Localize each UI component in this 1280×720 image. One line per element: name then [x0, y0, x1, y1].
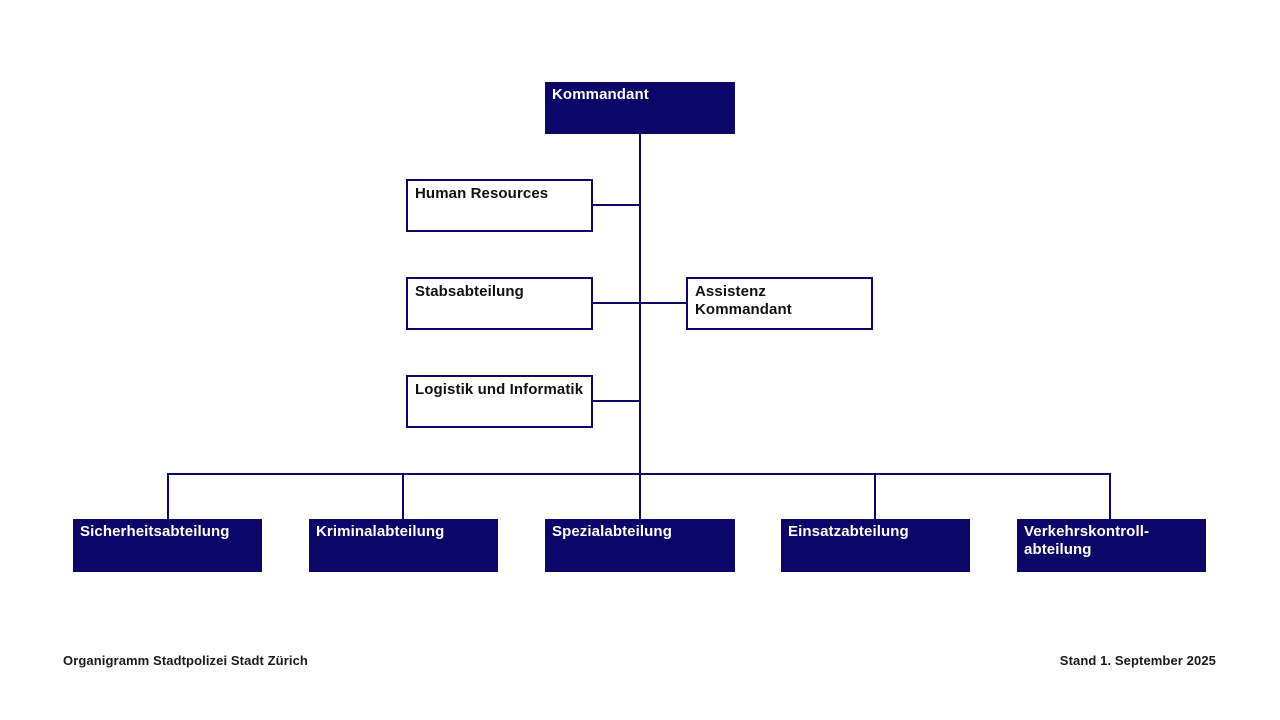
connector-departments-horizontal: [167, 473, 1111, 475]
node-assistenz-kommandant: Assistenz Kommandant: [686, 277, 873, 330]
connector-root-vertical: [639, 134, 641, 519]
node-human-resources: Human Resources: [406, 179, 593, 232]
node-stabsabteilung: Stabsabteilung: [406, 277, 593, 330]
node-kriminalabteilung: Kriminalabteilung: [309, 519, 498, 572]
node-logistik-und-informatik-label: Logistik und Informatik: [415, 381, 584, 398]
connector-drop-einsatzabteilung: [874, 473, 876, 519]
node-logistik-und-informatik: Logistik und Informatik: [406, 375, 593, 428]
node-sicherheitsabteilung-label: Sicherheitsabteilung: [80, 523, 230, 540]
footer-date: Stand 1. September 2025: [1059, 653, 1216, 668]
node-assistenz-kommandant-label: Assistenz Kommandant: [695, 283, 792, 318]
node-verkehrskontrollabteilung: Verkehrskontroll- abteilung: [1017, 519, 1206, 572]
connector-human-resources-stub: [593, 204, 639, 206]
connector-drop-sicherheitsabteilung: [167, 473, 169, 519]
node-spezialabteilung-label: Spezialabteilung: [552, 523, 672, 540]
connector-drop-verkehrskontrollabteilung: [1109, 473, 1111, 519]
connector-logistik-stub: [593, 400, 639, 402]
node-human-resources-label: Human Resources: [415, 185, 549, 202]
node-kriminalabteilung-label: Kriminalabteilung: [316, 523, 445, 540]
node-kommandant-label: Kommandant: [552, 86, 649, 103]
connector-drop-kriminalabteilung: [402, 473, 404, 519]
footer-title: Organigramm Stadtpolizei Stadt Zürich: [63, 653, 308, 668]
connector-stabsabteilung-assistenz: [593, 302, 686, 304]
node-spezialabteilung: Spezialabteilung: [545, 519, 735, 572]
node-einsatzabteilung-label: Einsatzabteilung: [788, 523, 909, 540]
node-verkehrskontrollabteilung-label: Verkehrskontroll- abteilung: [1024, 523, 1150, 558]
node-stabsabteilung-label: Stabsabteilung: [415, 283, 524, 300]
node-kommandant: Kommandant: [545, 82, 735, 134]
node-sicherheitsabteilung: Sicherheitsabteilung: [73, 519, 262, 572]
node-einsatzabteilung: Einsatzabteilung: [781, 519, 970, 572]
